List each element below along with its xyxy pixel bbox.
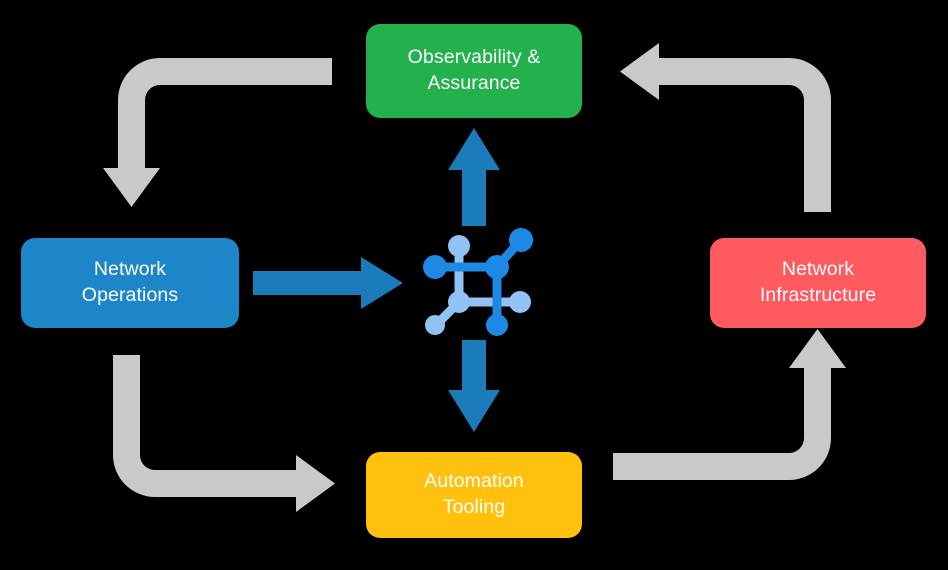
arrow-operations-to-center: [253, 257, 403, 309]
node-label-automation-tooling: Automation Tooling: [424, 470, 524, 518]
node-label-network-infrastructure: Network Infrastructure: [759, 258, 877, 306]
node-label-network-operations: Network Operations: [81, 258, 179, 306]
network-mesh-icon-nodes: [423, 228, 533, 336]
arrow-observability-to-operations: [103, 58, 332, 207]
node-box-network-operations[interactable]: Network Operations: [21, 238, 239, 328]
network-mesh-icon-edges: [430, 235, 526, 330]
node-label-observability: Observability & Assurance: [407, 46, 541, 94]
node-box-observability[interactable]: Observability & Assurance: [366, 24, 582, 118]
arrow-center-to-observability: [448, 128, 500, 226]
node-box-network-infrastructure[interactable]: Network Infrastructure: [710, 238, 926, 328]
arrow-center-to-automation: [448, 340, 500, 432]
arrow-operations-to-automation: [113, 355, 335, 512]
node-box-automation-tooling[interactable]: Automation Tooling: [366, 452, 582, 538]
arrow-infrastructure-to-observability: [620, 43, 831, 212]
arrow-automation-to-infrastructure: [613, 329, 846, 480]
